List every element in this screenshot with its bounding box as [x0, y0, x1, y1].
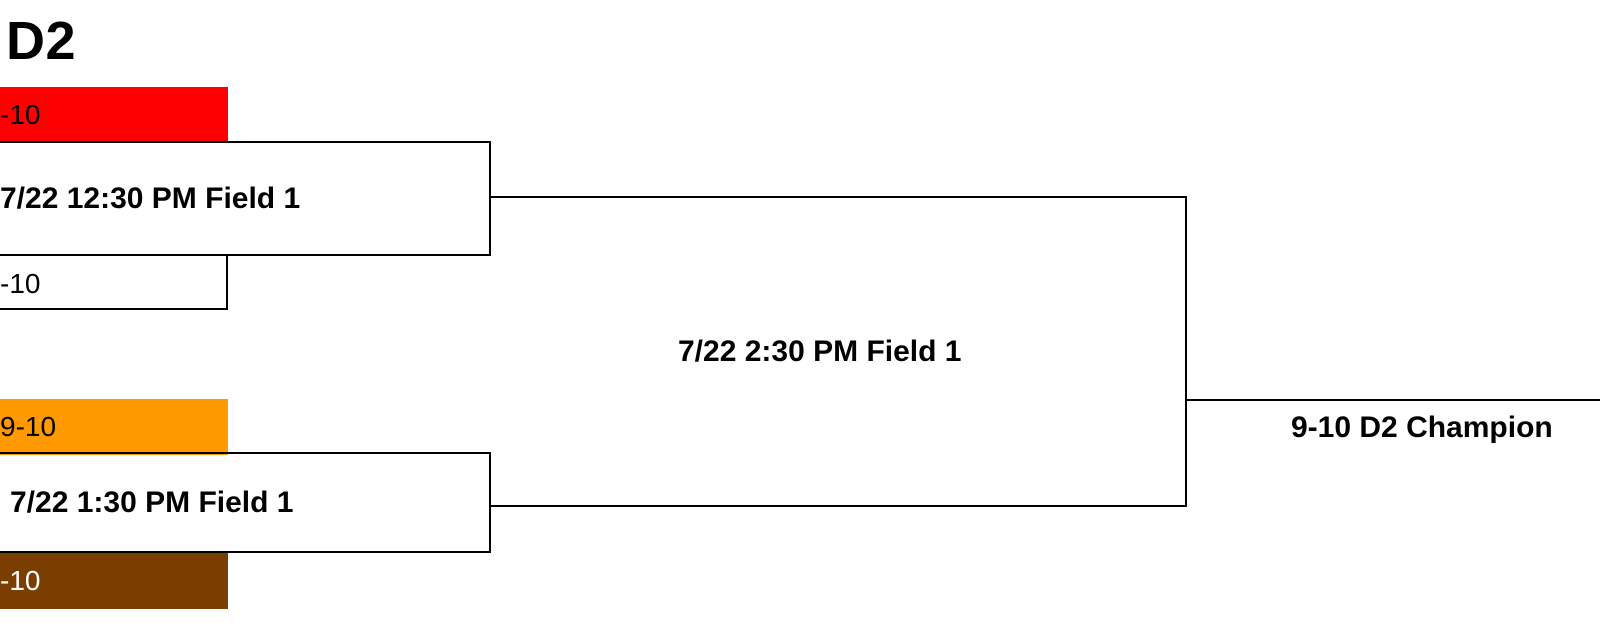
team-slot-2: -10 — [0, 254, 228, 310]
connector-final-vertical — [1185, 196, 1187, 507]
game-2-label: 7/22 1:30 PM Field 1 — [10, 485, 294, 519]
team-slot-1: -10 — [0, 87, 228, 143]
team-slot-3: 9-10 — [0, 399, 228, 455]
connector-game2-to-final — [490, 505, 1187, 507]
champion-label: 9-10 D2 Champion — [1291, 411, 1553, 444]
bracket-title: D2 — [6, 11, 77, 71]
game-1-label: 7/22 12:30 PM Field 1 — [0, 181, 301, 215]
game-2-slot: 7/22 1:30 PM Field 1 — [0, 452, 491, 553]
team-slot-4: -10 — [0, 553, 228, 609]
connector-game1-to-final — [490, 196, 1187, 198]
connector-final-to-champion — [1185, 399, 1600, 401]
final-game-label: 7/22 2:30 PM Field 1 — [678, 335, 962, 368]
game-1-slot: 7/22 12:30 PM Field 1 — [0, 141, 491, 256]
